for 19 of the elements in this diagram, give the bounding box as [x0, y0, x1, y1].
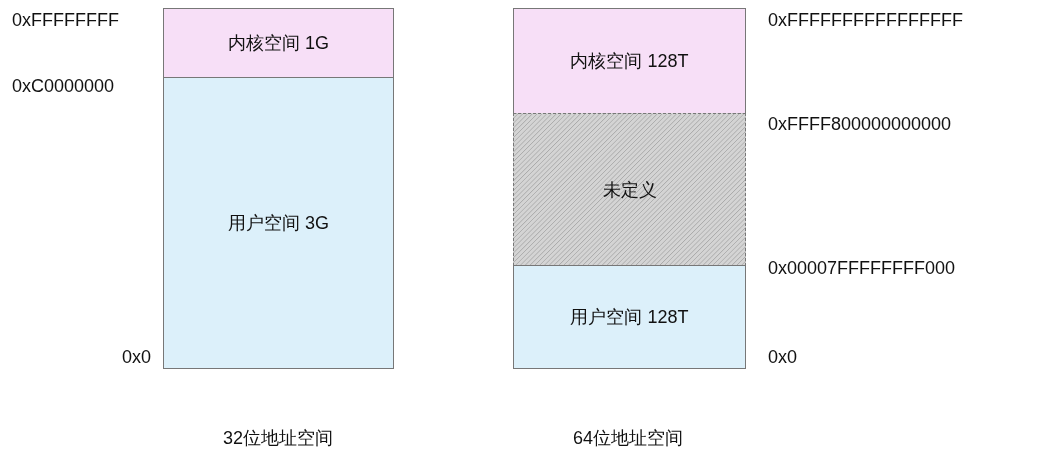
address-label: 0x00007FFFFFFFF000 [768, 257, 956, 279]
region-label: 未定义 [602, 178, 657, 202]
region-label: 内核空间 128T [570, 50, 689, 73]
hatched-region [513, 113, 746, 266]
address-label: 0xC0000000 [12, 75, 115, 97]
address-label: 0xFFFFFFFF [12, 9, 119, 31]
memory-region [163, 77, 394, 369]
address-label: 0xFFFF800000000000 [768, 113, 952, 135]
region-label: 用户空间 128T [570, 306, 689, 329]
memory-region [163, 8, 394, 78]
region-label: 用户空间 3G [228, 212, 329, 235]
address-label: 0xFFFFFFFFFFFFFFFF [768, 9, 963, 31]
caption: 64位地址空间 [573, 427, 684, 450]
address-label: 0x0 [122, 346, 152, 368]
region-label: 内核空间 1G [228, 32, 329, 55]
caption: 32位地址空间 [223, 427, 334, 450]
address-label: 0x0 [768, 346, 798, 368]
memory-region [513, 8, 746, 114]
memory-region [513, 265, 746, 369]
